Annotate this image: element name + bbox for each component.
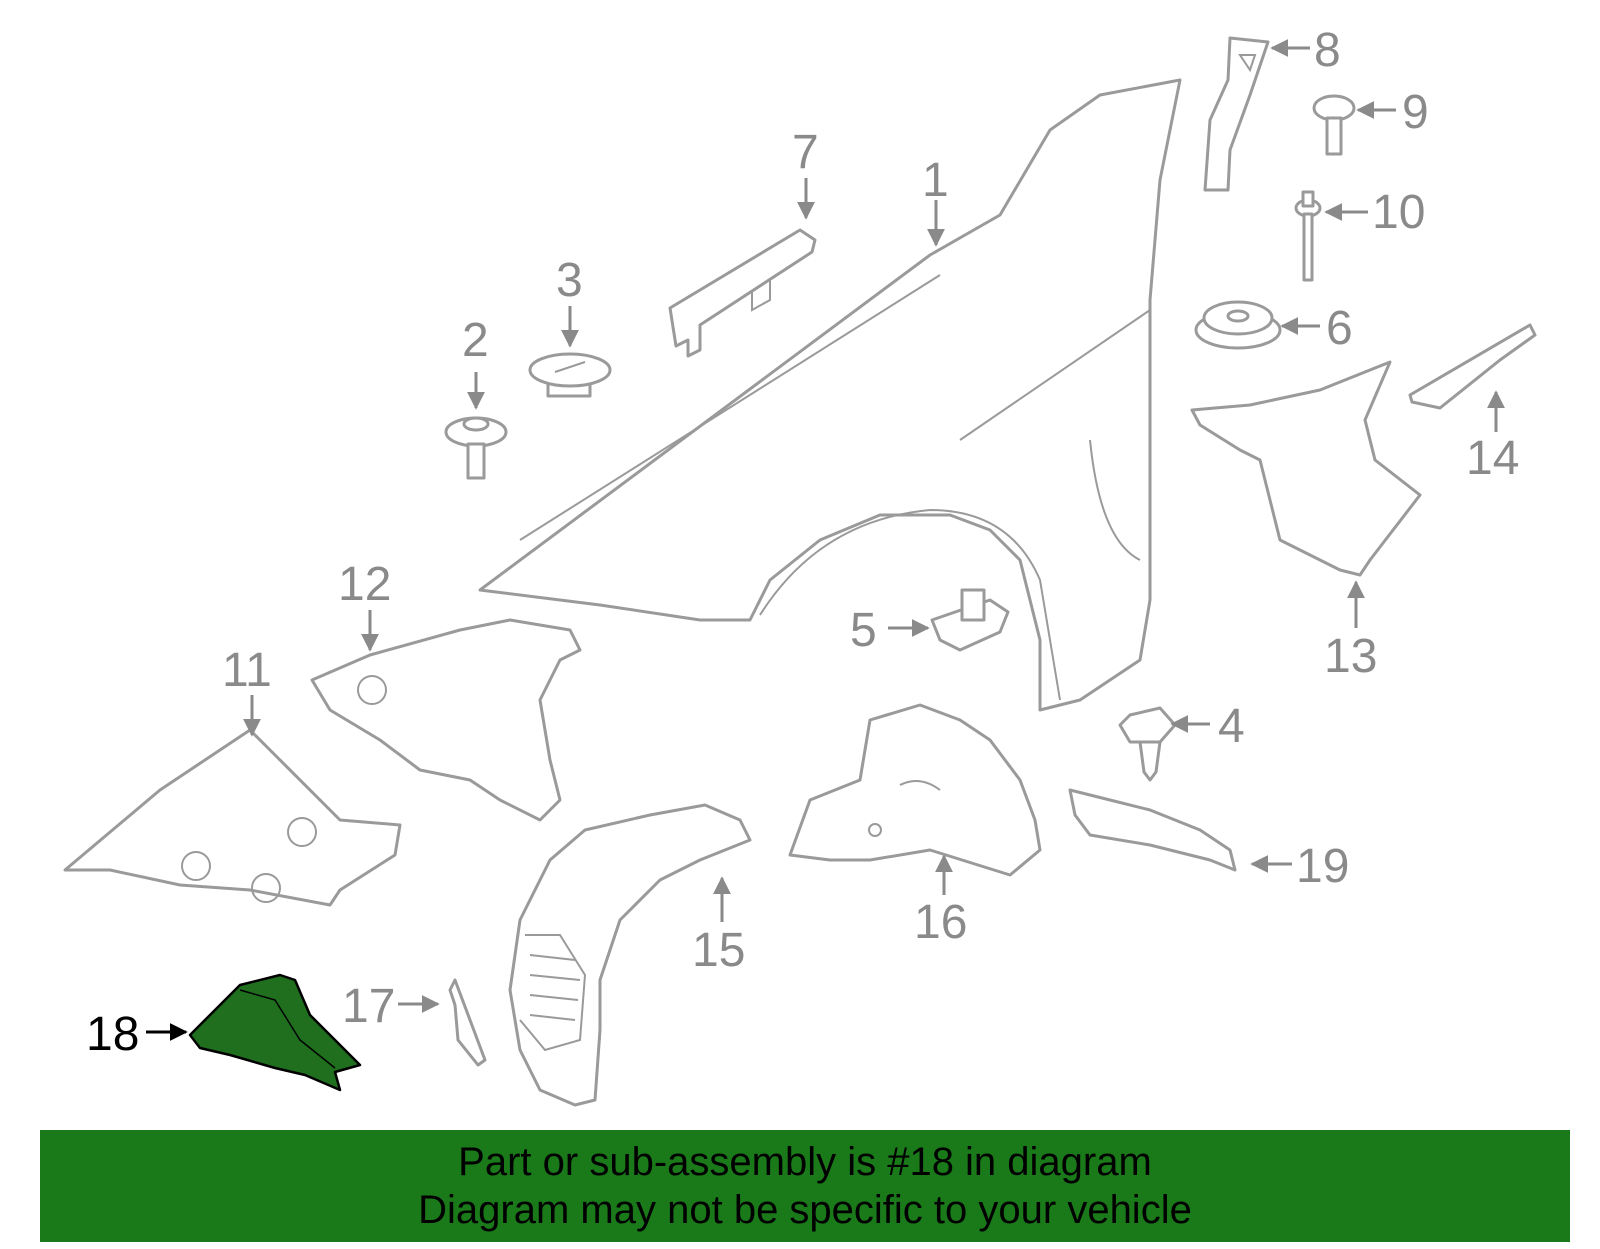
part-12-support-bracket [310, 618, 582, 822]
callout-12: 12 [338, 558, 391, 611]
part-3-plug [528, 352, 612, 398]
part-19-lower-strip [1068, 788, 1237, 872]
banner-line-disclaimer: Diagram may not be specific to your vehi… [418, 1188, 1192, 1232]
part-13-splash-guard [1190, 360, 1422, 577]
callout-19: 19 [1296, 840, 1349, 893]
part-6-grommet [1194, 300, 1282, 350]
callout-16: 16 [914, 896, 967, 949]
part-14-strip [1408, 323, 1537, 410]
part-8-pillar-bracket [1203, 36, 1270, 192]
callout-1: 1 [922, 154, 949, 207]
part-7-bracket [668, 228, 817, 358]
part-16-rear-liner [788, 703, 1042, 877]
callout-3: 3 [556, 254, 583, 307]
callout-15: 15 [692, 924, 745, 977]
callout-6: 6 [1326, 302, 1353, 355]
callout-10: 10 [1372, 186, 1425, 239]
part-11-inner-panel [63, 728, 402, 907]
part-10-rivet [1294, 190, 1322, 282]
callout-8: 8 [1314, 24, 1341, 77]
callout-4: 4 [1218, 700, 1245, 753]
part-15-wheel-liner [508, 803, 752, 1107]
callout-14: 14 [1466, 432, 1519, 485]
callout-labels: 1 2 3 4 5 6 7 8 9 10 11 12 13 14 15 16 1… [86, 24, 1519, 1061]
callout-11: 11 [222, 644, 272, 697]
callout-7: 7 [792, 126, 819, 179]
callout-2: 2 [462, 314, 489, 367]
part-9-bolt [1312, 94, 1356, 156]
parts-diagram: 1 2 3 4 5 6 7 8 9 10 11 12 13 14 15 16 1… [63, 24, 1537, 1107]
callout-13: 13 [1324, 630, 1377, 683]
part-2-clip [444, 416, 508, 480]
callout-17: 17 [342, 980, 395, 1033]
banner-line-part: Part or sub-assembly is #18 in diagram [458, 1140, 1152, 1184]
callout-9: 9 [1402, 86, 1429, 139]
callout-5: 5 [850, 604, 877, 657]
part-18-guard-highlighted [188, 973, 362, 1092]
part-4-screw [1118, 706, 1177, 782]
callout-18: 18 [86, 1008, 139, 1061]
notice-banner: Part or sub-assembly is #18 in diagram D… [40, 1130, 1570, 1242]
part-5-nut [930, 588, 1010, 652]
part-1-fender [478, 78, 1182, 712]
callout-arrows [146, 39, 1505, 1041]
part-17-cover [448, 978, 487, 1067]
